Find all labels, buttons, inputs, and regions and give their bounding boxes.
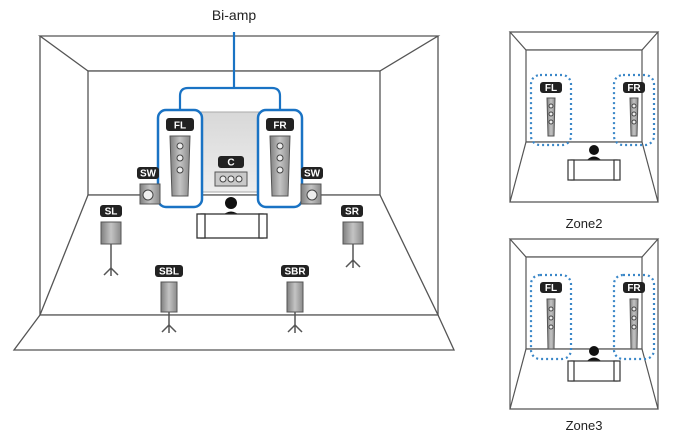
fr-label: FR [273,121,287,132]
zone2-listener [567,145,621,181]
fl-speaker: FL [166,118,194,197]
sw-left-label: SW [140,169,157,180]
zone2-label: Zone2 [566,216,603,231]
sl-label: SL [105,207,118,218]
zone3-fl-label: FL [545,283,557,294]
sw-right-speaker: SW [300,167,323,205]
sbl-speaker: SBL [155,265,183,333]
listener-seat [196,197,268,239]
zone2-room: FL FR [508,31,660,203]
zone2-fr-label: FR [627,83,641,94]
sw-left-speaker: SW [137,167,161,205]
sl-speaker: SL [100,205,122,276]
zone3-listener [567,346,621,382]
sw-right-label: SW [304,169,321,180]
zone3-label: Zone3 [566,418,603,433]
zone2-fl-label: FL [545,83,557,94]
biamp-connector [178,32,282,110]
zone3-fl-group [529,273,573,361]
sbr-label: SBR [284,267,306,278]
fr-speaker: FR [266,118,294,197]
zone2-fl-group [529,73,573,147]
c-label: C [227,158,234,169]
sbl-label: SBL [159,267,179,278]
sr-label: SR [345,207,360,218]
biamp-label: Bi-amp [212,7,257,23]
fl-label: FL [174,121,186,132]
zone3-fr-group [612,273,656,361]
sr-speaker: SR [341,205,364,268]
sbr-speaker: SBR [281,265,309,333]
zone2-fr-group [612,73,656,147]
zone3-room: FL FR [508,238,660,410]
center-speaker: C [214,156,248,187]
zone3-fr-label: FR [627,283,641,294]
